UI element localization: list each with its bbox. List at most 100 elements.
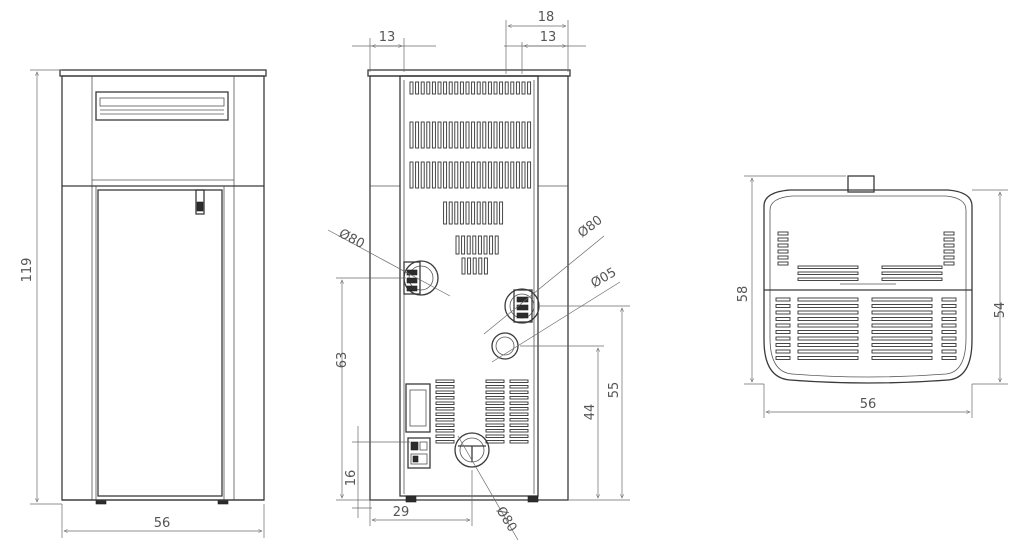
vent-slot <box>510 81 515 95</box>
vent-slot <box>943 237 955 242</box>
vent-slot <box>515 161 520 189</box>
vent-slot <box>775 317 791 321</box>
vent-slot <box>871 343 933 347</box>
vent-slot <box>489 235 494 255</box>
vent-slot <box>459 81 464 95</box>
rear-height-right-pipe: 55 <box>607 382 622 399</box>
vent-slot <box>871 310 933 315</box>
vent-slot <box>482 121 487 149</box>
vent-slot <box>509 429 529 433</box>
vent-slot <box>485 418 505 422</box>
vent-slot <box>487 201 492 225</box>
vent-slot <box>941 330 957 334</box>
vent-slot <box>467 257 472 275</box>
vent-slot <box>465 81 470 95</box>
vent-slot <box>521 161 526 189</box>
vent-slot <box>504 81 509 95</box>
vent-slot <box>487 81 492 95</box>
vent-slot <box>943 231 955 236</box>
vent-slot <box>527 81 532 95</box>
vent-slot <box>485 407 505 411</box>
rear-pipe-small-label: Ø05 <box>589 265 620 291</box>
vent-slot <box>409 81 414 95</box>
vent-slot <box>443 161 448 189</box>
vent-slot <box>448 81 453 95</box>
vent-slot <box>797 310 859 315</box>
vent-slot <box>485 401 505 405</box>
vent-slot <box>941 310 957 315</box>
rear-pipe-small <box>491 332 519 360</box>
vent-slot <box>509 434 529 438</box>
vent-slot <box>499 81 504 95</box>
vent-slot <box>515 81 520 95</box>
vent-slot <box>943 261 955 266</box>
rear-bottom-offset: 29 <box>393 505 410 520</box>
vent-slot <box>448 201 453 225</box>
vent-slot <box>509 379 529 383</box>
vent-slot <box>461 235 466 255</box>
vent-slot <box>797 271 859 275</box>
vent-slot <box>527 121 532 149</box>
vent-slot <box>510 121 515 149</box>
vent-slot <box>775 343 791 347</box>
vent-slot <box>435 423 455 427</box>
vent-slot <box>415 121 420 149</box>
vent-slot <box>881 265 943 269</box>
vent-slot <box>465 201 470 225</box>
vent-slot <box>465 161 470 189</box>
vent-slot <box>881 277 943 281</box>
front-dimensions: 119 56 <box>20 69 265 538</box>
vent-slot <box>777 237 789 242</box>
front-width-label: 56 <box>154 516 171 531</box>
vent-slot <box>871 323 933 328</box>
vent-slot <box>775 356 791 360</box>
vent-slot <box>472 257 477 275</box>
vent-slot <box>943 249 955 254</box>
vent-slot <box>461 257 466 275</box>
vent-slot <box>476 81 481 95</box>
rear-top-offset-right-outer: 18 <box>538 10 555 25</box>
vent-slot <box>941 349 957 354</box>
vent-slot <box>871 356 933 360</box>
vent-slot <box>435 401 455 405</box>
vent-slot <box>775 330 791 334</box>
vent-slot <box>527 161 532 189</box>
top-depth-total-label: 58 <box>736 286 751 303</box>
vent-slot <box>871 336 933 341</box>
vent-slot <box>943 243 955 248</box>
vent-slot <box>472 235 477 255</box>
vent-slot <box>485 396 505 400</box>
rear-height-socket: 16 <box>344 470 359 487</box>
vent-slot <box>777 231 789 236</box>
vent-slot <box>777 243 789 248</box>
vent-slot <box>420 121 425 149</box>
vent-slot <box>471 121 476 149</box>
vent-slot <box>485 390 505 394</box>
vent-slot <box>777 249 789 254</box>
vent-slot <box>509 396 529 400</box>
vent-slot <box>448 121 453 149</box>
vent-slot <box>435 418 455 422</box>
top-view <box>763 175 973 384</box>
vent-slot <box>499 201 504 225</box>
vent-slot <box>499 161 504 189</box>
top-vent-slots <box>775 231 957 360</box>
vent-slot <box>509 401 529 405</box>
vent-slot <box>515 121 520 149</box>
vent-slot <box>477 235 482 255</box>
vent-slot <box>426 161 431 189</box>
vent-slot <box>485 423 505 427</box>
vent-slot <box>415 161 420 189</box>
vent-slot <box>435 412 455 416</box>
rear-pipe-upper-right <box>504 288 540 324</box>
vent-slot <box>426 121 431 149</box>
vent-slot <box>471 81 476 95</box>
vent-slot <box>485 379 505 383</box>
vent-slot <box>454 121 459 149</box>
vent-slot <box>437 121 442 149</box>
vent-slot <box>443 201 448 225</box>
vent-slot <box>493 201 498 225</box>
vent-slot <box>455 235 460 255</box>
vent-slot <box>509 418 529 422</box>
vent-slot <box>409 161 414 189</box>
